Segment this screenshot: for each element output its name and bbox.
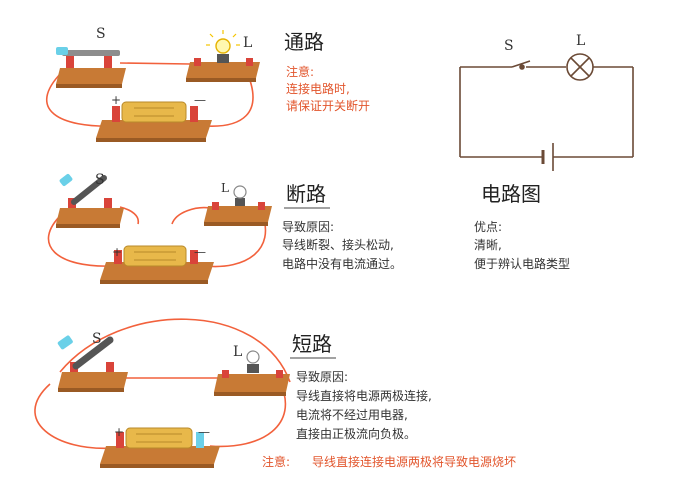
closed-note-line-2: 请保证开关断开 <box>286 98 370 113</box>
closed-battery <box>121 101 187 123</box>
short-lamp-board <box>214 374 290 392</box>
short-cause-line-3: 直接由正极流向负极。 <box>296 426 416 441</box>
schematic-adv-line-2: 便于辨认电路类型 <box>474 256 570 271</box>
closed-lamp-bulb <box>215 38 231 54</box>
closed-note-heading: 注意: <box>286 64 314 79</box>
short-wire-left <box>34 383 115 450</box>
short-title: 短路 <box>292 332 332 356</box>
schematic-switch <box>511 60 531 68</box>
open-plus-label: + <box>112 245 122 259</box>
closed-plus-label: + <box>111 93 121 107</box>
short-wire-right <box>209 381 287 448</box>
open-switch-board <box>56 208 124 224</box>
closed-lamp-label: L <box>243 35 252 51</box>
short-warning-label: 注意: <box>262 454 290 469</box>
open-wire-left <box>47 213 113 267</box>
open-cause-line-1: 导线断裂、接头松动, <box>282 237 394 252</box>
short-cause-line-2: 电流将不经过用电器, <box>296 408 408 422</box>
open-lamp-bulb <box>233 185 247 199</box>
closed-title: 通路 <box>284 30 324 54</box>
closed-switch-board <box>56 68 126 84</box>
closed-switch-label: S <box>96 26 106 42</box>
schematic-title: 电路图 <box>481 182 541 206</box>
open-switch-lever <box>71 175 107 205</box>
open-cause-line-2: 电路中没有电流通过。 <box>282 256 402 271</box>
open-minus-label: — <box>194 245 206 259</box>
schematic-switch-label: S <box>504 38 514 54</box>
open-circuit: S L + — <box>47 172 272 284</box>
short-switch-label: S <box>92 331 102 347</box>
short-lamp-label: L <box>233 344 242 360</box>
closed-lamp-board <box>186 62 260 78</box>
open-title: 断路 <box>286 182 326 206</box>
open-lamp-board <box>204 206 272 222</box>
short-switch-knob <box>57 335 73 350</box>
closed-circuit: S L + — <box>45 26 260 142</box>
closed-note-line-1: 连接电路时, <box>286 81 350 96</box>
open-wire-broken-a <box>119 206 140 225</box>
closed-battery-board <box>96 120 212 138</box>
schematic-adv-heading: 优点: <box>474 220 502 234</box>
short-battery-board <box>100 446 220 464</box>
open-switch-label: S <box>95 172 105 188</box>
closed-minus-label: — <box>194 93 206 107</box>
closed-wire-top <box>119 62 191 65</box>
schematic-adv-line-1: 清晰, <box>474 238 502 252</box>
short-wire-bypass <box>59 318 291 383</box>
circuit-schematic <box>459 53 634 171</box>
closed-lamp-glow <box>206 30 240 46</box>
short-cause-heading: 导致原因: <box>296 370 348 384</box>
short-battery <box>125 427 193 449</box>
open-wire-broken-b <box>171 206 211 225</box>
short-lamp-bulb <box>246 350 260 364</box>
short-cause-line-1: 导线直接将电源两极连接, <box>296 388 432 403</box>
short-plus-label: + <box>114 425 124 439</box>
open-lamp-label: L <box>221 181 229 195</box>
closed-switch-lever <box>62 50 120 56</box>
short-switch-board <box>58 372 128 388</box>
open-cause-heading: 导致原因: <box>282 220 334 234</box>
short-warning-text: 导线直接连接电源两极将导致电源烧坏 <box>312 454 516 469</box>
short-switch-lever <box>72 336 114 370</box>
open-switch-knob <box>59 173 73 187</box>
schematic-lamp-label: L <box>576 33 585 49</box>
closed-wire-right <box>204 69 254 127</box>
short-circuit: S L + — <box>34 318 291 468</box>
short-minus-label: — <box>198 425 210 439</box>
closed-wire-left <box>45 71 116 127</box>
closed-switch-knob <box>56 47 68 55</box>
open-battery <box>123 245 187 267</box>
